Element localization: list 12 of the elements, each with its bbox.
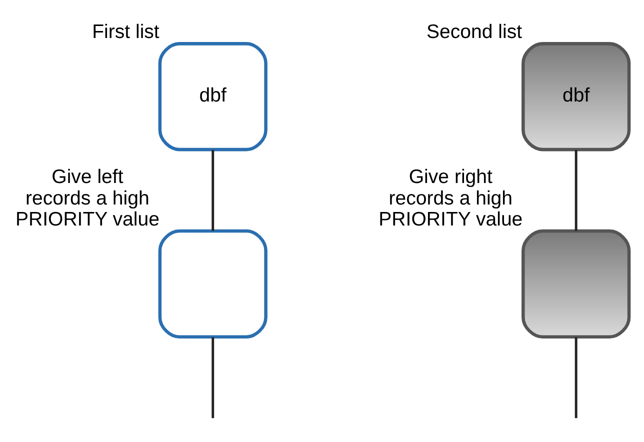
node-label: Give left records a high PRIORITY value [15, 166, 160, 230]
connector [212, 337, 214, 418]
connector [574, 337, 578, 418]
node-box: dbf [522, 42, 631, 152]
connector [574, 150, 578, 231]
node-label: First list [92, 21, 160, 44]
node-box: dbf [158, 42, 268, 152]
node-label: Second list [426, 21, 522, 44]
connector [212, 150, 214, 231]
node-label: Give right records a high PRIORITY value [378, 166, 523, 230]
node-box [158, 229, 268, 338]
node-box [522, 229, 631, 338]
